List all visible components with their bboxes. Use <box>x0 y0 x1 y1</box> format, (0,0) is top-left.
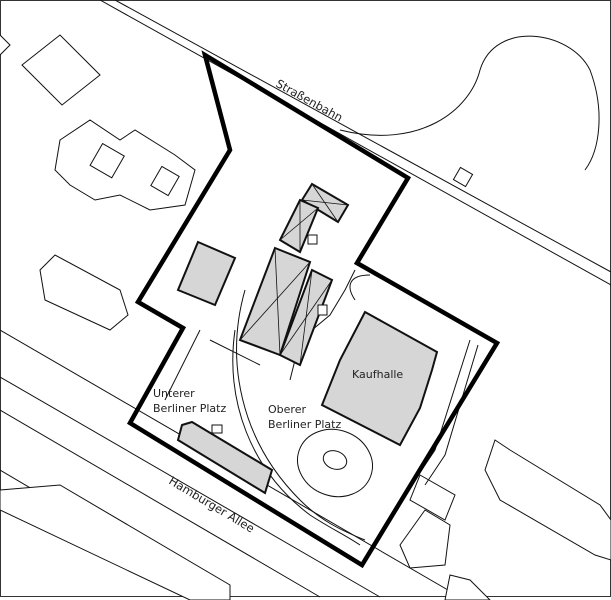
project-buildings <box>176 182 439 495</box>
building-kaufhalle <box>320 310 439 447</box>
surrounding-buildings <box>0 34 611 600</box>
label-unterer-line1: Unterer <box>153 387 195 400</box>
building-south <box>176 420 274 495</box>
tram-line <box>99 0 611 286</box>
label-oberer-line1: Oberer <box>268 403 306 416</box>
label-oberer-line2: Berliner Platz <box>268 418 341 431</box>
label-kaufhalle: Kaufhalle <box>352 368 403 381</box>
site-boundary <box>126 50 501 569</box>
label-unterer-line2: Berliner Platz <box>153 402 226 415</box>
building-west <box>176 240 237 307</box>
